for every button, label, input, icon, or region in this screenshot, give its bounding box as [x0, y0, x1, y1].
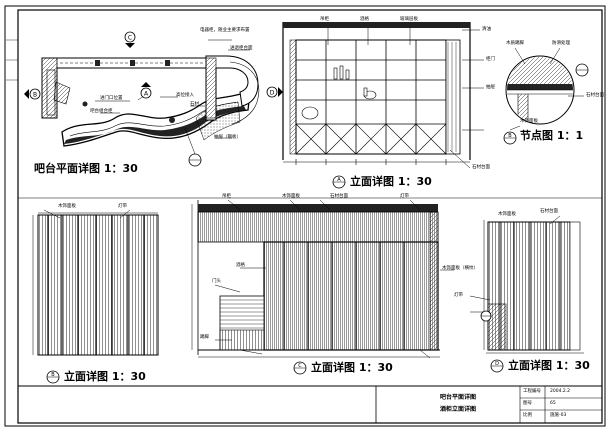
- title-label-3: 比例: [523, 413, 532, 418]
- plan-note-1: 电器柜，随业主要求布置: [200, 28, 250, 33]
- elev-c-note-3: 石材台面: [330, 194, 348, 199]
- elevation-a-title: 立面详图 1：30: [350, 175, 432, 188]
- title-value-1: 2004.2.2: [550, 389, 571, 394]
- plan-note-7: 抽屉（钢板）: [214, 135, 241, 140]
- svg-text:A: A: [337, 177, 341, 183]
- plan-note-3: 进门口位置: [100, 96, 123, 101]
- elevation-b: B: [32, 209, 159, 384]
- node-detail: B: [503, 47, 589, 145]
- bar-plan-view: C A B D: [24, 31, 283, 167]
- elevation-d-title: 立面详图 1：30: [508, 359, 590, 372]
- svg-text:C: C: [128, 35, 132, 42]
- title-drawing-name-1: 吧台平面详图: [440, 394, 477, 401]
- elev-c-note-7: 酒格: [236, 263, 245, 268]
- elev-d-note-3: 灯带: [454, 293, 463, 298]
- elev-a-note-1: 吊柜: [320, 17, 329, 22]
- elev-a-note-2: 酒格: [360, 17, 369, 22]
- section-marker-c: C: [124, 31, 136, 48]
- plan-note-2: 进退柜台面: [230, 46, 253, 51]
- binding-margin: [6, 39, 18, 81]
- elev-d-note-2: 石材台面: [540, 209, 558, 214]
- title-label-2: 图号: [523, 401, 532, 406]
- svg-text:D: D: [270, 90, 275, 97]
- section-marker-b: B: [24, 88, 41, 100]
- elevation-c-title: 立面详图 1：30: [311, 361, 393, 374]
- plan-title: 吧台平面详图 1：30: [34, 162, 138, 175]
- node-note-1: 木质踢脚: [506, 41, 524, 46]
- node-note-4: 木饰面板: [520, 119, 538, 124]
- node-note-3: 石材台面: [586, 93, 604, 98]
- title-value-3: 施施-03: [550, 413, 567, 418]
- elev-b-note-2: 灯带: [118, 204, 127, 209]
- elev-a-note-4: 清油: [482, 27, 491, 32]
- section-marker-d: D: [266, 86, 283, 98]
- elevation-c: C: [191, 199, 454, 375]
- section-marker-a: A: [140, 82, 152, 99]
- plan-note-4: 高位接入: [176, 93, 194, 98]
- elev-a-note-5: 柜门: [486, 57, 495, 62]
- elev-c-note-6: 踢脚: [200, 335, 209, 340]
- node-detail-title: 节点图 1：1: [520, 129, 584, 142]
- node-note-2: 防滑处理: [552, 41, 570, 46]
- elev-a-note-6: 抽屉: [486, 85, 495, 90]
- plan-note-6: 石材: [190, 102, 199, 107]
- svg-text:A: A: [144, 91, 149, 98]
- elevation-d: D: [469, 215, 584, 373]
- elev-c-note-2: 木饰面板: [282, 194, 300, 199]
- elev-d-note-1: 木饰面板: [498, 212, 516, 217]
- elev-c-note-4: 灯带: [400, 194, 409, 199]
- sheet-border: [4, 5, 606, 427]
- title-block: [18, 385, 603, 424]
- title-label-1: 工程编号: [523, 389, 541, 394]
- title-drawing-name-2: 酒柜立面详图: [440, 406, 477, 413]
- elev-c-note-1: 吊柜: [222, 194, 231, 199]
- elev-c-note-8: 木饰面板（横纹）: [442, 266, 478, 271]
- elevation-b-title: 立面详图 1：30: [64, 370, 146, 383]
- title-value-2: 65: [550, 401, 556, 406]
- elev-c-note-5: 门头: [212, 279, 221, 284]
- svg-text:C: C: [298, 363, 302, 369]
- svg-text:B: B: [33, 92, 37, 99]
- svg-text:D: D: [495, 361, 499, 367]
- elevation-a: A: [282, 22, 484, 189]
- svg-text:B: B: [51, 372, 55, 378]
- elev-a-note-7: 石材台面: [472, 165, 490, 170]
- plan-note-5: 吧台组合柜: [90, 109, 113, 114]
- svg-text:B: B: [508, 133, 512, 139]
- elev-a-note-3: 玻璃层板: [400, 17, 418, 22]
- elev-b-note-1: 木饰面板: [58, 204, 76, 209]
